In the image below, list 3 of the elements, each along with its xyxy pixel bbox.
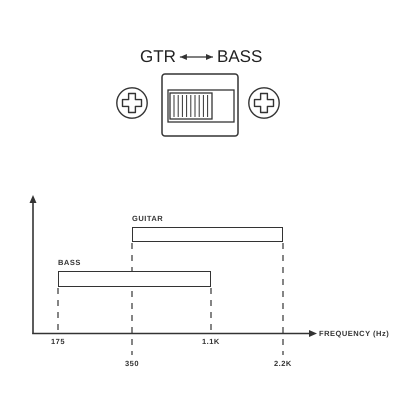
double-headed-arrow <box>180 54 213 60</box>
switch-position-label: GTR <box>140 48 176 66</box>
switch-position-label: BASS <box>217 48 262 66</box>
